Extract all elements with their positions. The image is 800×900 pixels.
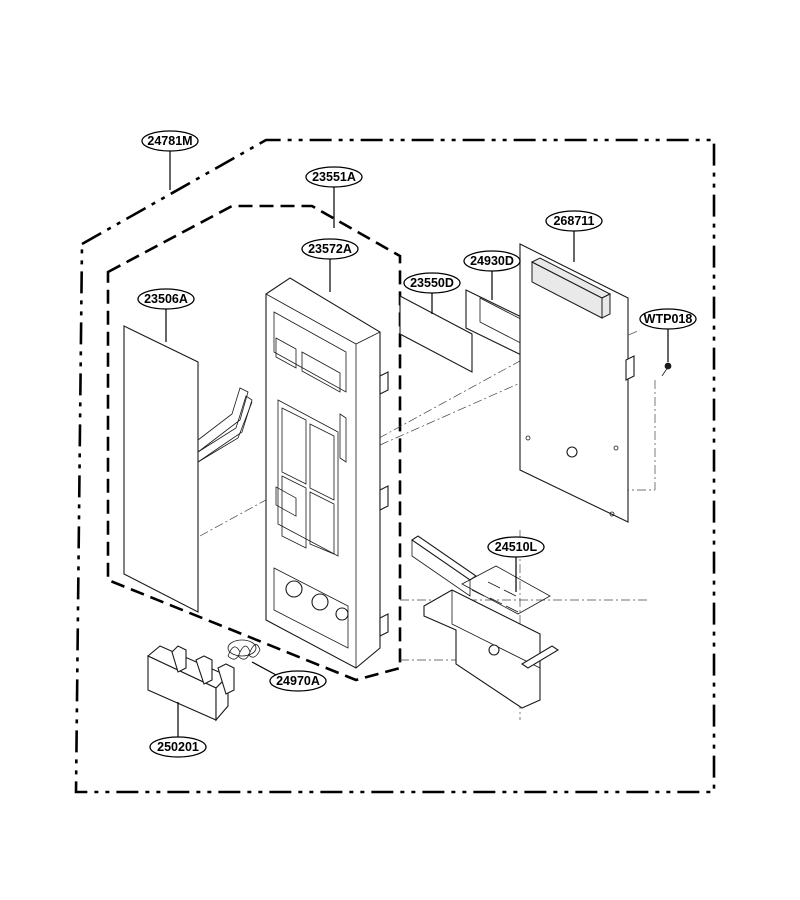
- callout-text: 24510L: [495, 540, 538, 554]
- callout-WTP018: WTP018: [639, 308, 697, 330]
- outer-assembly-boundary: [74, 138, 716, 794]
- lever-assembly-24510L: [411, 535, 560, 709]
- pcb-268711: [519, 243, 635, 523]
- callout-text: 268711: [553, 214, 594, 228]
- screw-WTP018: [661, 362, 672, 377]
- leader-lines: [165, 150, 669, 738]
- membrane-sheet-23506A: [123, 325, 253, 613]
- callout-text: 23550D: [410, 276, 454, 290]
- control-panel-frame-23572A: [265, 277, 389, 669]
- callout-text: WTP018: [644, 312, 693, 326]
- callout-268711: 268711: [545, 210, 603, 232]
- callout-text: 23551A: [312, 170, 356, 184]
- window-film-23550D: [399, 295, 473, 373]
- callout-24930D: 24930D: [463, 250, 521, 272]
- callout-23506A: 23506A: [137, 288, 195, 310]
- push-button-250201: [146, 645, 235, 722]
- inner-assembly-boundary: [106, 204, 402, 682]
- callout-text: 23506A: [144, 292, 188, 306]
- callout-23572A: 23572A: [301, 238, 359, 260]
- spring-24970A: [227, 639, 261, 660]
- callout-24781M: 24781M: [141, 130, 199, 152]
- callout-text: 24781M: [147, 134, 192, 148]
- callout-text: 24930D: [470, 254, 514, 268]
- callout-250201: 250201: [149, 736, 207, 758]
- callout-23550D: 23550D: [403, 272, 461, 294]
- callout-24970A: 24970A: [269, 670, 327, 692]
- callout-text: 24970A: [276, 674, 320, 688]
- callout-text: 250201: [157, 740, 199, 754]
- callout-23551A: 23551A: [305, 166, 363, 188]
- callout-24510L: 24510L: [487, 536, 545, 558]
- callout-text: 23572A: [308, 242, 352, 256]
